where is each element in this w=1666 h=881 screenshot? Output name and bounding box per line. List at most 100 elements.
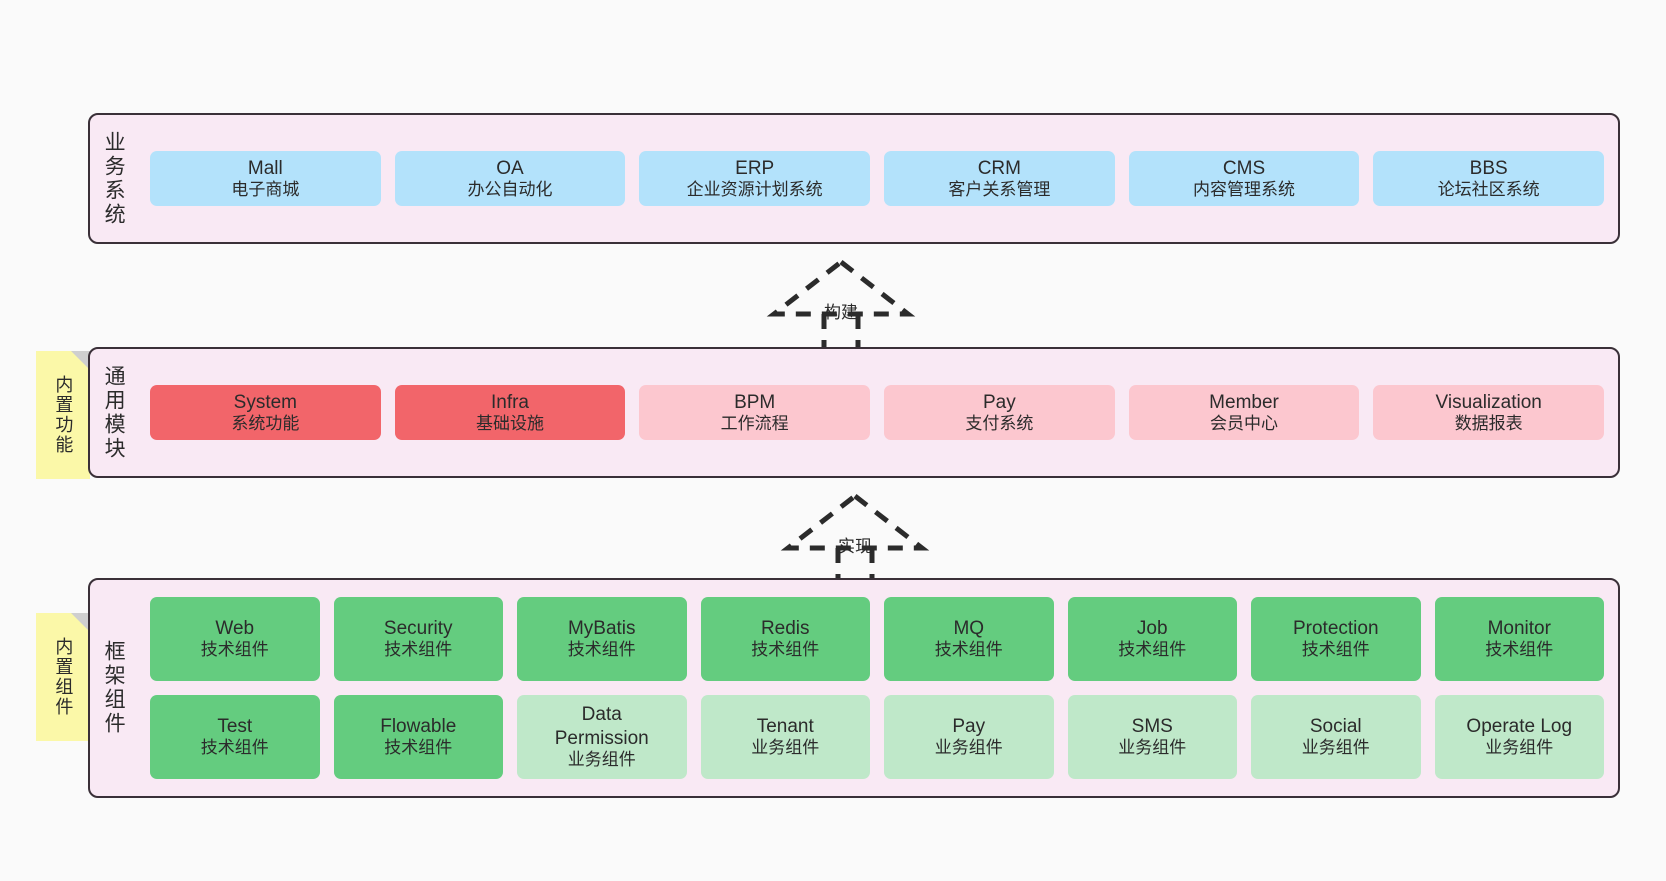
card-title: Pay	[952, 716, 986, 738]
card-operate-log[interactable]: Operate Log 业务组件	[1434, 695, 1604, 779]
card-bbs[interactable]: BBS 论坛社区系统	[1373, 150, 1605, 207]
card-subtitle: 技术组件	[934, 640, 1003, 660]
layer-title-common-modules: 通用模块	[90, 349, 136, 476]
card-row: System 系统功能 Infra 基础设施 BPM 工作流程 Pay 支付系统…	[150, 384, 1605, 441]
connector-build: 构建	[756, 254, 926, 350]
card-subtitle: 技术组件	[1118, 640, 1187, 660]
card-title: Member	[1209, 391, 1279, 413]
card-subtitle: 技术组件	[384, 640, 453, 660]
card-test[interactable]: Test 技术组件	[150, 695, 320, 779]
layer-body-business-systems: Mall 电子商城 OA 办公自动化 ERP 企业资源计划系统 CRM 客户关系…	[136, 115, 1618, 242]
layer-title-label-common: 通用模块	[102, 364, 126, 461]
sticky-note-label: 内置组件	[53, 637, 74, 717]
card-monitor[interactable]: Monitor 技术组件	[1434, 597, 1604, 681]
card-subtitle: 电子商城	[231, 179, 300, 199]
layer-title-framework-components: 框架组件	[90, 580, 136, 796]
card-title: ERP	[735, 157, 775, 179]
card-title: Protection	[1292, 618, 1379, 640]
card-subtitle: 客户关系管理	[948, 179, 1051, 199]
card-visualization[interactable]: Visualization 数据报表	[1373, 384, 1605, 441]
card-title: CMS	[1222, 157, 1266, 179]
card-subtitle: 支付系统	[965, 413, 1034, 433]
card-job[interactable]: Job 技术组件	[1067, 597, 1237, 681]
card-title: System	[233, 391, 298, 413]
card-subtitle: 技术组件	[200, 738, 269, 758]
card-title: Flowable	[380, 716, 457, 738]
card-mybatis[interactable]: MyBatis 技术组件	[517, 597, 687, 681]
card-subtitle: 数据报表	[1454, 413, 1523, 433]
layer-title-label-business: 业务系统	[102, 130, 126, 227]
card-subtitle: 技术组件	[567, 640, 636, 660]
card-erp[interactable]: ERP 企业资源计划系统	[639, 150, 871, 207]
card-flowable[interactable]: Flowable 技术组件	[333, 695, 503, 779]
card-subtitle: 工作流程	[720, 413, 789, 433]
card-cms[interactable]: CMS 内容管理系统	[1128, 150, 1360, 207]
card-security[interactable]: Security 技术组件	[333, 597, 503, 681]
card-redis[interactable]: Redis 技术组件	[700, 597, 870, 681]
card-subtitle: 企业资源计划系统	[686, 179, 823, 199]
card-title: Operate Log	[1466, 716, 1573, 738]
connector-build-label: 构建	[824, 303, 858, 322]
build-arrow-icon	[766, 258, 916, 350]
card-subtitle: 业务组件	[1301, 738, 1370, 758]
card-subtitle: 业务组件	[567, 749, 636, 769]
card-system[interactable]: System 系统功能	[150, 384, 381, 441]
card-subtitle: 系统功能	[231, 413, 300, 433]
card-mall[interactable]: Mall 电子商城	[150, 150, 381, 207]
card-subtitle: 技术组件	[751, 640, 820, 660]
card-title: BPM	[734, 391, 776, 413]
card-title: Security	[383, 618, 453, 640]
card-subtitle: 会员中心	[1210, 413, 1279, 433]
layer-title-business-systems: 业务系统	[90, 115, 136, 242]
card-subtitle: 内容管理系统	[1193, 179, 1296, 199]
card-title: BBS	[1469, 157, 1508, 179]
card-row: Test 技术组件 Flowable 技术组件 Data Permission …	[150, 695, 1604, 779]
card-bpm[interactable]: BPM 工作流程	[639, 384, 871, 441]
card-subtitle: 业务组件	[1485, 738, 1554, 758]
card-title: OA	[496, 157, 524, 179]
card-web[interactable]: Web 技术组件	[150, 597, 320, 681]
card-title: Infra	[490, 391, 530, 413]
card-crm[interactable]: CRM 客户关系管理	[884, 150, 1115, 207]
card-member[interactable]: Member 会员中心	[1128, 384, 1360, 441]
card-subtitle: 业务组件	[1118, 738, 1187, 758]
card-title: Monitor	[1487, 618, 1551, 640]
card-title: Pay	[982, 391, 1016, 413]
card-pay-module[interactable]: Pay 支付系统	[884, 384, 1115, 441]
layer-title-label-framework: 框架组件	[102, 640, 126, 736]
card-social[interactable]: Social 业务组件	[1251, 695, 1421, 779]
card-title: MyBatis	[567, 618, 636, 640]
card-title: Tenant	[756, 716, 814, 738]
card-tenant[interactable]: Tenant 业务组件	[700, 695, 870, 779]
connector-implement: 实现	[770, 488, 940, 584]
sticky-note-builtin-features: 内置功能	[36, 351, 90, 479]
card-data-permission[interactable]: Data Permission 业务组件	[517, 695, 687, 779]
card-sms[interactable]: SMS 业务组件	[1067, 695, 1237, 779]
card-subtitle: 论坛社区系统	[1437, 179, 1540, 199]
card-title: MQ	[953, 618, 985, 640]
card-pay-component[interactable]: Pay 业务组件	[884, 695, 1054, 779]
card-subtitle: 办公自动化	[467, 179, 553, 199]
card-title: Visualization	[1435, 391, 1542, 413]
card-title: Web	[215, 618, 255, 640]
card-protection[interactable]: Protection 技术组件	[1251, 597, 1421, 681]
card-infra[interactable]: Infra 基础设施	[394, 384, 626, 441]
card-title: Job	[1136, 618, 1168, 640]
card-oa[interactable]: OA 办公自动化	[394, 150, 626, 207]
card-title: CRM	[977, 157, 1021, 179]
layer-framework-components: 框架组件 Web 技术组件 Security 技术组件 MyBatis 技术组件…	[88, 578, 1620, 798]
card-title: Test	[217, 716, 253, 738]
card-row: Web 技术组件 Security 技术组件 MyBatis 技术组件 Redi…	[150, 597, 1604, 681]
card-subtitle: 基础设施	[476, 413, 544, 433]
layer-business-systems: 业务系统 Mall 电子商城 OA 办公自动化 ERP 企业资源计划系统 CRM	[88, 113, 1620, 244]
card-subtitle: 技术组件	[1301, 640, 1370, 660]
layer-body-common-modules: System 系统功能 Infra 基础设施 BPM 工作流程 Pay 支付系统…	[136, 349, 1618, 476]
card-mq[interactable]: MQ 技术组件	[884, 597, 1054, 681]
card-subtitle: 技术组件	[384, 738, 453, 758]
card-row: Mall 电子商城 OA 办公自动化 ERP 企业资源计划系统 CRM 客户关系…	[150, 150, 1605, 207]
sticky-note-label: 内置功能	[53, 375, 74, 455]
card-title: SMS	[1131, 716, 1173, 738]
card-title: Data Permission	[554, 704, 649, 749]
connector-implement-label: 实现	[838, 537, 872, 556]
